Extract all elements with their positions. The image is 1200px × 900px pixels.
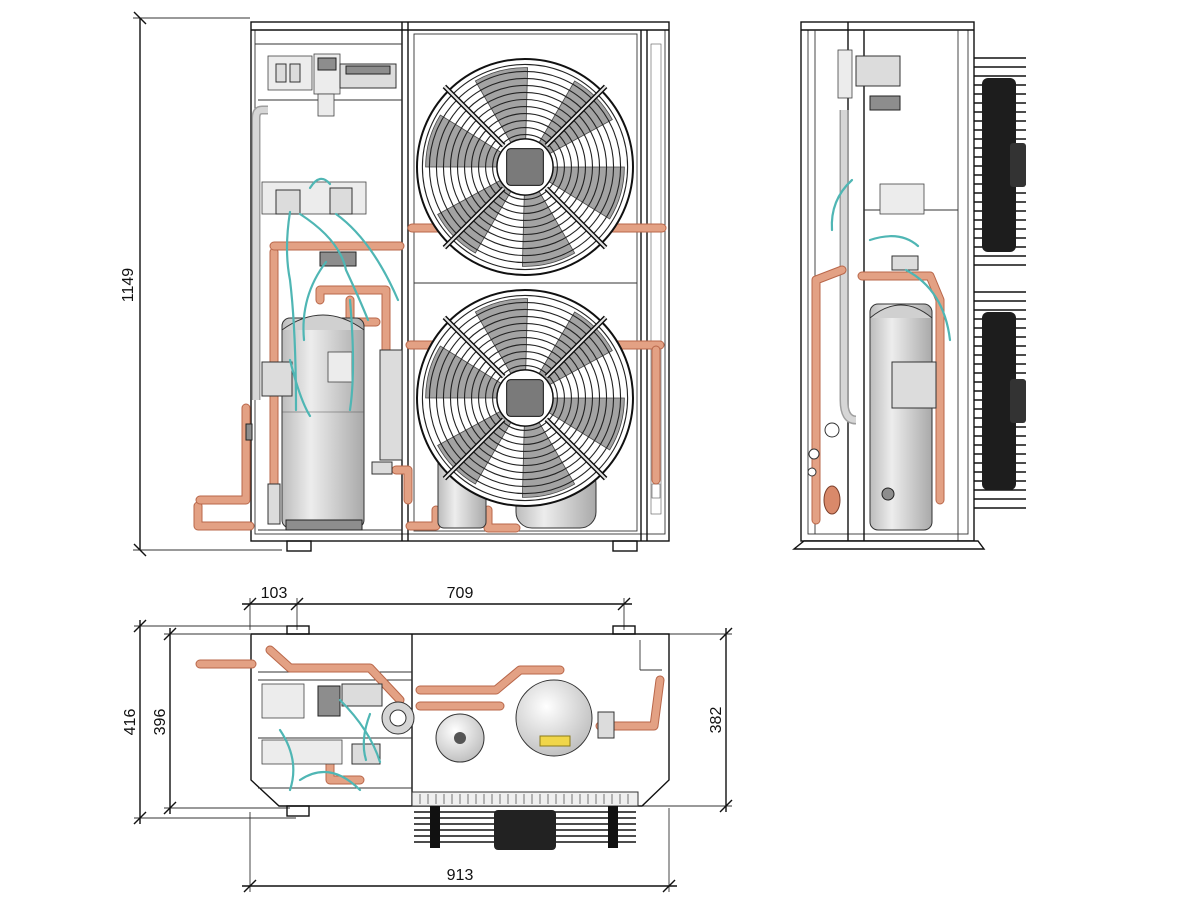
fan-guard	[421, 63, 629, 271]
top-foot-2	[612, 625, 636, 635]
dim-top-width: 913	[242, 808, 677, 893]
fan-motor	[506, 148, 544, 186]
dim-top-depth-left: 416 396	[122, 619, 296, 825]
dim-label-382: 382	[708, 707, 725, 734]
side-fan-motor	[982, 78, 1016, 252]
front-compressor	[281, 314, 365, 531]
front-foot-right	[612, 540, 638, 552]
dim-label-709: 709	[447, 585, 474, 602]
front-electrical-box	[267, 53, 397, 117]
front-wiring	[285, 177, 400, 418]
top-foot-3	[286, 805, 310, 817]
dim-label-913: 913	[447, 867, 474, 884]
side-view	[792, 21, 1026, 550]
dim-top-horizontal: 103 709	[242, 585, 632, 630]
top-fan-guard	[411, 791, 639, 850]
side-fan-2	[974, 291, 1026, 509]
fan-motor	[506, 379, 544, 417]
top-view: 103 709 913 416 396	[122, 585, 733, 893]
side-fans	[974, 57, 1026, 509]
front-fan-1	[416, 58, 634, 276]
dim-label-396: 396	[152, 709, 169, 736]
front-fans	[416, 58, 634, 507]
dim-label-103: 103	[261, 585, 288, 602]
front-cabinet	[250, 21, 670, 542]
side-compressor	[869, 303, 933, 531]
front-foot-left	[286, 540, 312, 552]
side-fan-motor	[982, 312, 1016, 490]
side-fan-1	[974, 57, 1026, 266]
dim-front-height: 1149	[120, 11, 282, 557]
top-foot-1	[286, 625, 310, 635]
dim-label-1149: 1149	[120, 268, 137, 303]
top-fan-motor	[494, 810, 556, 850]
dim-label-416: 416	[122, 709, 139, 736]
side-fan-hub	[1010, 143, 1026, 187]
top-fan-bracket-left	[430, 806, 440, 848]
dim-top-depth-right: 382	[640, 627, 733, 813]
fan-guard	[421, 294, 629, 502]
top-fan-bracket-right	[608, 806, 618, 848]
side-fan-hub	[1010, 379, 1026, 423]
front-fan-2	[416, 289, 634, 507]
front-view: 1149	[120, 11, 670, 557]
top-fan-frame	[411, 791, 639, 807]
top-receiver-tank	[515, 679, 593, 757]
side-base	[792, 540, 986, 550]
